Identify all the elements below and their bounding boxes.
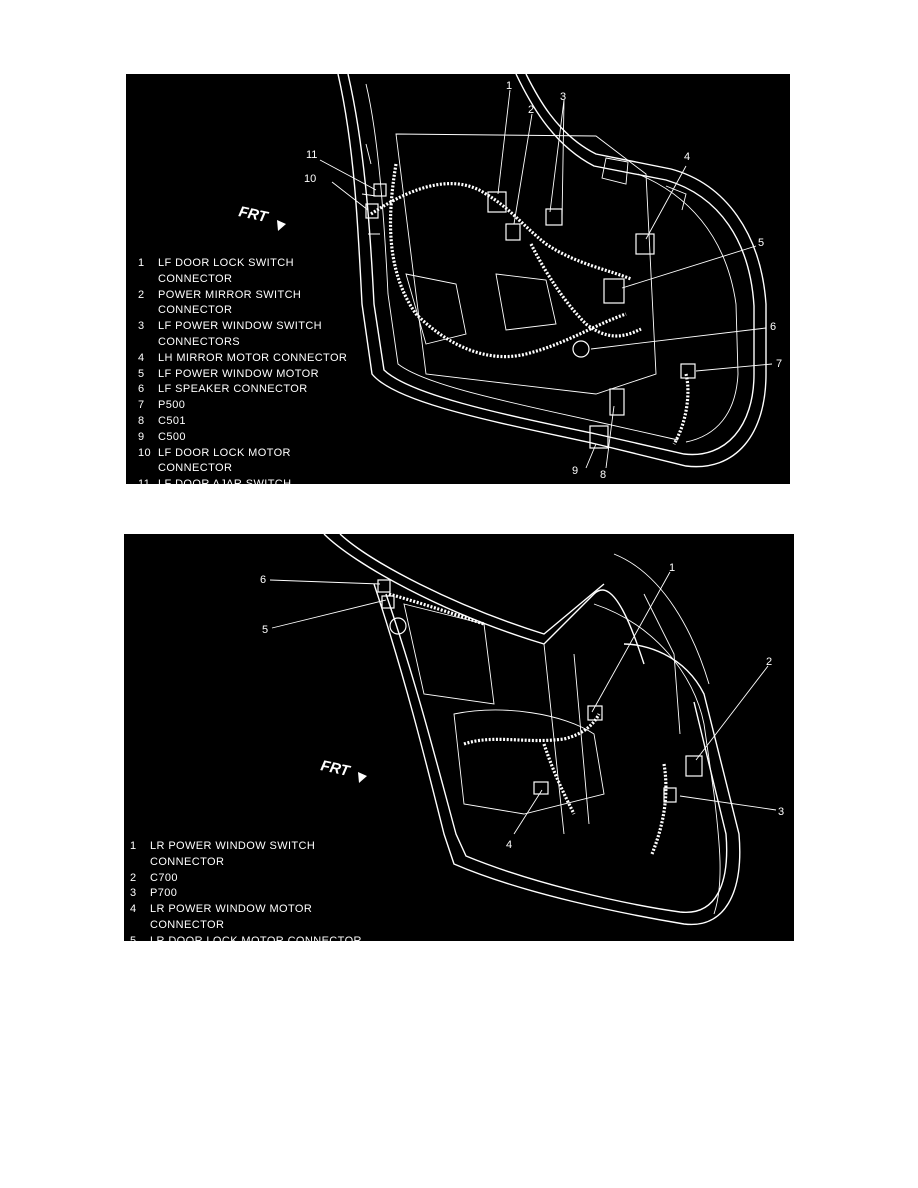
- legend-text: C700: [150, 871, 178, 884]
- legend-number: 4: [138, 351, 145, 364]
- front-arrow-icon: [277, 220, 286, 231]
- legend-text: LF DOOR LOCK SWITCH CONNECTOR: [158, 257, 294, 285]
- legend-item: 4 LH MIRROR MOTOR CONNECTOR: [138, 351, 368, 367]
- frt-label-rear: FRT: [319, 757, 353, 780]
- legend-item: 7 P500: [138, 398, 368, 414]
- legend-number: 9: [138, 430, 145, 443]
- legend-item: 10 LF DOOR LOCK MOTOR CONNECTOR: [138, 446, 368, 478]
- legend-number: 2: [130, 871, 137, 884]
- legend-text: LR POWER WINDOW SWITCH CONNECTOR: [150, 840, 316, 868]
- legend-number: 2: [138, 288, 145, 301]
- legend-text: C500: [158, 430, 186, 443]
- legend-number: 8: [138, 414, 145, 427]
- legend-item: 1 LF DOOR LOCK SWITCH CONNECTOR: [138, 256, 368, 288]
- callout-3: 3: [778, 806, 784, 818]
- legend-item: 6 LF SPEAKER CONNECTOR: [138, 382, 368, 398]
- callout-1: 1: [506, 80, 512, 92]
- callout-6: 6: [770, 321, 776, 333]
- legend-text: POWER MIRROR SWITCH CONNECTOR: [158, 288, 302, 317]
- legend-number: 1: [138, 257, 145, 269]
- callout-1: 1: [669, 562, 675, 574]
- legend-item: 9 C500: [138, 430, 368, 446]
- front-arrow-icon: [358, 772, 367, 783]
- legend-number: 10: [138, 446, 152, 459]
- callout-5: 5: [758, 237, 764, 249]
- legend-number: 5: [130, 934, 137, 941]
- rear-door-drawing: FRT 1 2 3 4 5 6: [260, 534, 784, 926]
- legend-number: 1: [130, 840, 137, 852]
- legend-item: 1 LR POWER WINDOW SWITCH CONNECTOR: [130, 839, 380, 871]
- legend-number: 3: [138, 320, 145, 333]
- callout-9: 9: [572, 465, 578, 477]
- legend-item: 8 C501: [138, 414, 368, 430]
- legend-item: 5 LR DOOR LOCK MOTOR CONNECTOR: [130, 934, 380, 941]
- legend-item: 2 C700: [130, 871, 380, 887]
- callout-3: 3: [560, 91, 566, 103]
- front-door-drawing: FRT 1 2 3 4 5 6 7 8 9 10 11: [237, 74, 782, 481]
- legend-item: 3 LF POWER WINDOW SWITCH CONNECTORS: [138, 319, 368, 351]
- legend-text: LF POWER WINDOW SWITCH CONNECTORS: [158, 320, 323, 348]
- legend-item: 2 POWER MIRROR SWITCH CONNECTOR: [138, 288, 368, 320]
- callout-2: 2: [766, 656, 772, 668]
- callout-8: 8: [600, 469, 606, 481]
- rear-door-wiring-diagram: FRT 1 2 3 4 5 6 1 LR POWER WINDOW SWITCH …: [124, 534, 794, 941]
- legend-number: 6: [138, 383, 145, 396]
- frt-label: FRT: [237, 203, 271, 226]
- callout-4: 4: [684, 151, 690, 163]
- legend-number: 4: [130, 903, 137, 916]
- legend-text: P700: [150, 887, 178, 900]
- legend-text: LF DOOR AJAR SWITCH CONNECTOR: [158, 477, 368, 484]
- legend-item: 5 LF POWER WINDOW MOTOR: [138, 367, 368, 383]
- legend-text: LR DOOR LOCK MOTOR CONNECTOR: [150, 934, 362, 941]
- legend-number: 7: [138, 399, 145, 412]
- legend-number: 5: [138, 367, 145, 380]
- legend-text: C501: [158, 414, 186, 427]
- callout-6: 6: [260, 574, 266, 586]
- legend-number: 11: [138, 477, 158, 484]
- legend-number: 3: [130, 887, 137, 900]
- legend-text: LR POWER WINDOW MOTOR CONNECTOR: [150, 903, 313, 931]
- legend-text: LF POWER WINDOW MOTOR: [158, 367, 319, 380]
- callout-5: 5: [262, 624, 268, 636]
- front-door-wiring-diagram: FRT 1 2 3 4 5 6 7 8 9 10 11 1 LF DOOR LOC…: [126, 74, 790, 484]
- legend-item: 4 LR POWER WINDOW MOTOR CONNECTOR: [130, 902, 380, 934]
- callout-2: 2: [528, 104, 534, 116]
- legend-text: LF DOOR LOCK MOTOR CONNECTOR: [158, 446, 291, 475]
- legend-text: LH MIRROR MOTOR CONNECTOR: [158, 351, 348, 364]
- callout-10: 10: [304, 173, 316, 185]
- callout-11: 11: [306, 149, 317, 161]
- legend-text: P500: [158, 399, 186, 412]
- legend-text: LF SPEAKER CONNECTOR: [158, 383, 308, 396]
- callout-7: 7: [776, 358, 782, 370]
- legend-item: 3 P700: [130, 886, 380, 902]
- callout-4: 4: [506, 839, 512, 851]
- top-legend: 1 LF DOOR LOCK SWITCH CONNECTOR 2 POWER MIR…: [138, 256, 368, 484]
